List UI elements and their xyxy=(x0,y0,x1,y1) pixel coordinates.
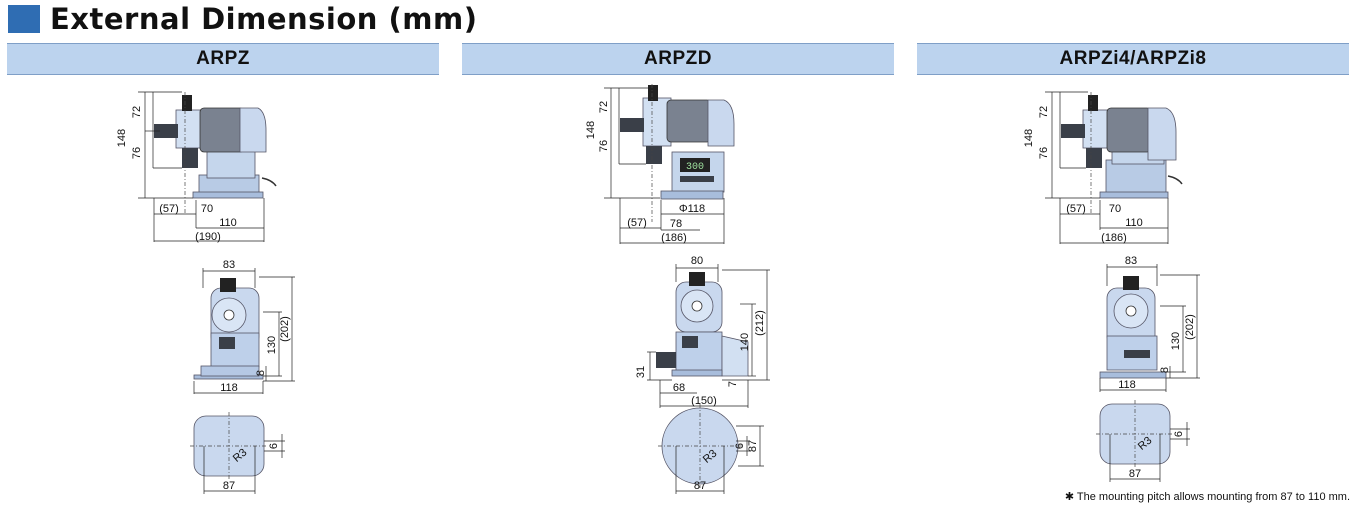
arpzd-side-w-left: (57) xyxy=(627,217,647,229)
arpzd-display-readout: 300 xyxy=(686,162,704,173)
arpzd-side-h-lower: 76 xyxy=(598,140,610,152)
arpz-side-h-lower: 76 xyxy=(131,147,143,159)
arpzi-side-h-lower: 76 xyxy=(1038,147,1050,159)
arpzi-base-view: R3 6 87 xyxy=(1096,400,1190,482)
mounting-note: ✱ The mounting pitch allows mounting fro… xyxy=(1064,491,1350,503)
arpzd-front-h-total: (212) xyxy=(754,310,766,336)
arpz-front-view: 83 (202) 130 8 118 xyxy=(193,259,295,394)
arpz-front-h-body: 130 xyxy=(266,336,278,354)
arpzd-front-h-cable: 31 xyxy=(635,366,647,378)
header-arpzd: ARPZD xyxy=(462,43,894,75)
header-arpz: ARPZ xyxy=(7,43,439,75)
arpz-front-w-base: 118 xyxy=(220,382,238,394)
arpz-side-h-upper: 72 xyxy=(131,106,143,118)
arpzi-side-w-total: (186) xyxy=(1101,232,1127,244)
header-arpzi: ARPZi4/ARPZi8 xyxy=(917,43,1349,75)
arpzi-front-h-total: (202) xyxy=(1184,314,1196,340)
arpzi-side-w-mid: 70 xyxy=(1109,203,1121,215)
arpz-base-slot: 6 xyxy=(268,443,280,449)
arpzi-front-h-base: 8 xyxy=(1159,367,1171,373)
title-square-icon xyxy=(8,5,40,33)
arpzd-front-h-body: 140 xyxy=(739,333,751,351)
arpzd-side-h-total: 148 xyxy=(585,121,597,139)
arpz-side-w-total: (190) xyxy=(195,231,221,243)
arpzd-front-h-base: 7 xyxy=(727,381,739,387)
arpzi-side-h-upper: 72 xyxy=(1038,106,1050,118)
arpz-side-w-mid: 70 xyxy=(201,203,213,215)
arpz-base-w: 87 xyxy=(223,480,235,492)
arpzd-side-w-total: (186) xyxy=(661,232,687,244)
arpzd-base-slot: 6 xyxy=(734,443,746,449)
arpzi-front-view: 83 (202) 130 8 118 xyxy=(1099,255,1200,392)
arpzd-front-w-total: (150) xyxy=(691,395,717,407)
page-title: External Dimension (mm) xyxy=(50,2,478,36)
arpzd-side-w-base: Φ118 xyxy=(679,203,705,215)
arpzi-base-slot: 6 xyxy=(1173,431,1185,437)
arpz-front-w-top: 83 xyxy=(223,259,235,271)
arpz-front-h-total: (202) xyxy=(279,316,291,342)
arpz-side-w-left: (57) xyxy=(159,203,179,215)
arpzi-side-w-base: 110 xyxy=(1125,217,1143,229)
arpzd-base-view: R3 6 87 87 xyxy=(658,404,764,494)
arpzi-side-h-total: 148 xyxy=(1023,129,1035,147)
arpzd-side-h-upper: 72 xyxy=(598,101,610,113)
arpz-side-h-total: 148 xyxy=(116,129,128,147)
arpzd-side-w-mid: 78 xyxy=(670,218,682,230)
arpz-side-view: 148 72 76 (57) 70 110 (190) xyxy=(116,91,277,243)
arpzd-front-view: 80 (212) 140 31 7 68 (150) xyxy=(635,255,770,408)
arpzi-front-w-top: 83 xyxy=(1125,255,1137,267)
arpzi-side-view: 148 72 76 (57) 70 110 (186) xyxy=(1023,91,1183,244)
arpzi-front-h-body: 130 xyxy=(1170,332,1182,350)
arpzd-front-w-top: 80 xyxy=(691,255,703,267)
arpzd-front-w-left: 68 xyxy=(673,382,685,394)
arpzi-front-w-base: 118 xyxy=(1118,379,1136,391)
arpzi-side-w-left: (57) xyxy=(1066,203,1086,215)
title-bar: External Dimension (mm) xyxy=(8,2,478,36)
arpz-front-h-base: 8 xyxy=(255,370,267,376)
arpzi-base-w: 87 xyxy=(1129,468,1141,480)
arpz-base-view: R3 6 87 xyxy=(190,412,285,494)
arpzd-base-w: 87 xyxy=(694,480,706,492)
arpzd-base-h: 87 xyxy=(747,440,759,452)
arpzd-side-view: 300 148 72 76 Φ118 (57) 78 (186) xyxy=(585,84,735,244)
arpz-side-w-base: 110 xyxy=(219,217,237,229)
